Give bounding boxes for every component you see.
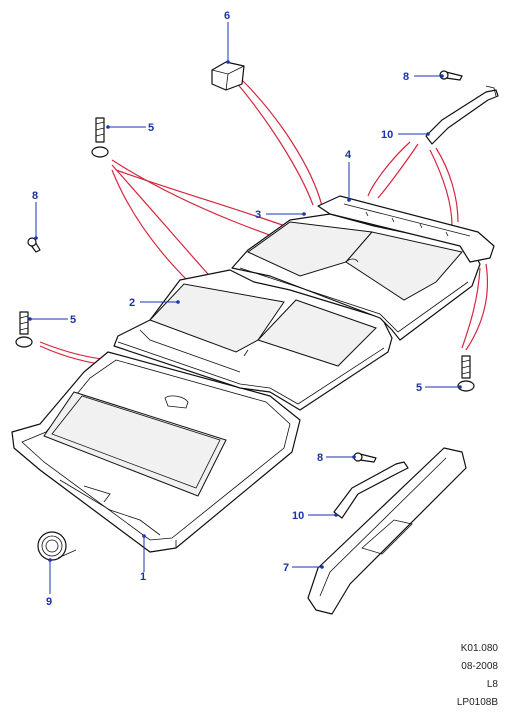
- screw-5-right: [457, 355, 475, 392]
- callout-5-upper: 5: [148, 122, 154, 134]
- callout-2: 2: [129, 297, 135, 309]
- callout-4: 4: [345, 149, 352, 161]
- screw-8-left: [27, 237, 41, 253]
- headlining-panel-middle: [113, 269, 393, 411]
- headlining-panel-front: [231, 213, 481, 341]
- callout-6: 6: [224, 10, 230, 22]
- screw-5-left: [15, 311, 33, 348]
- front-header-rail: [317, 195, 495, 263]
- reference-model: L8: [486, 679, 498, 690]
- side-rail: [307, 447, 467, 615]
- reference-code: K01.080: [460, 643, 498, 654]
- callout-5-left: 5: [70, 314, 76, 326]
- drawing-references: K01.080 08-2008 L8 LP0108B: [457, 640, 498, 712]
- reference-drawing-number: LP0108B: [456, 697, 498, 708]
- callout-10-lower: 10: [292, 510, 304, 522]
- callout-10-upper: 10: [381, 129, 393, 141]
- grab-handle-bracket-upper: [425, 85, 499, 145]
- callout-9: 9: [46, 596, 52, 608]
- callout-3: 3: [255, 209, 261, 221]
- callout-leaders: [28, 22, 462, 594]
- callout-8-left: 8: [32, 190, 38, 202]
- callout-8-lower: 8: [317, 452, 323, 464]
- screw-5-upper: [91, 117, 109, 158]
- headlining-panel-rear: [11, 351, 301, 553]
- reference-date: 08-2008: [461, 661, 498, 672]
- screw-8-lower: [353, 452, 377, 463]
- foam-block: [211, 61, 245, 91]
- tape-roll: [37, 531, 77, 561]
- callout-5-right: 5: [416, 382, 422, 394]
- grab-handle-bracket-lower: [333, 461, 409, 519]
- callout-1: 1: [140, 571, 146, 583]
- callout-7: 7: [283, 562, 289, 574]
- callout-8-upper: 8: [403, 71, 409, 83]
